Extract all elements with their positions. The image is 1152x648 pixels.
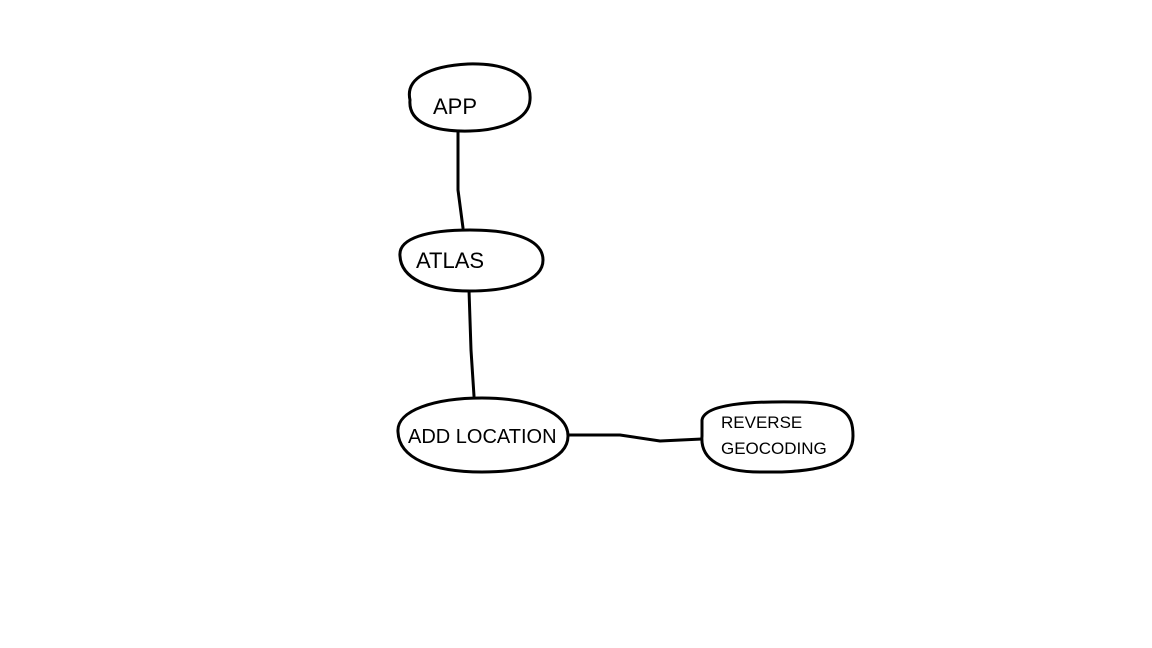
node-app: APP [407, 62, 532, 133]
node-reverse-geocoding-label-line2: GEOCODING [721, 439, 827, 458]
node-app-outline [407, 62, 532, 133]
node-app-label: APP [433, 94, 477, 119]
edge-add-location-reverse-geocoding [566, 433, 704, 443]
node-atlas-outline [398, 228, 545, 293]
node-atlas: ATLAS [398, 228, 545, 293]
edge-app-atlas [456, 128, 465, 230]
node-reverse-geocoding-label-line1: REVERSE [721, 413, 802, 432]
node-reverse-geocoding-outline [700, 400, 855, 474]
node-reverse-geocoding: REVERSE GEOCODING [700, 400, 855, 474]
node-add-location: ADD LOCATION [396, 396, 570, 474]
edge-atlas-add-location [467, 288, 476, 398]
node-atlas-label: ATLAS [416, 248, 484, 273]
node-add-location-outline [396, 396, 570, 474]
node-add-location-label: ADD LOCATION [408, 426, 557, 448]
